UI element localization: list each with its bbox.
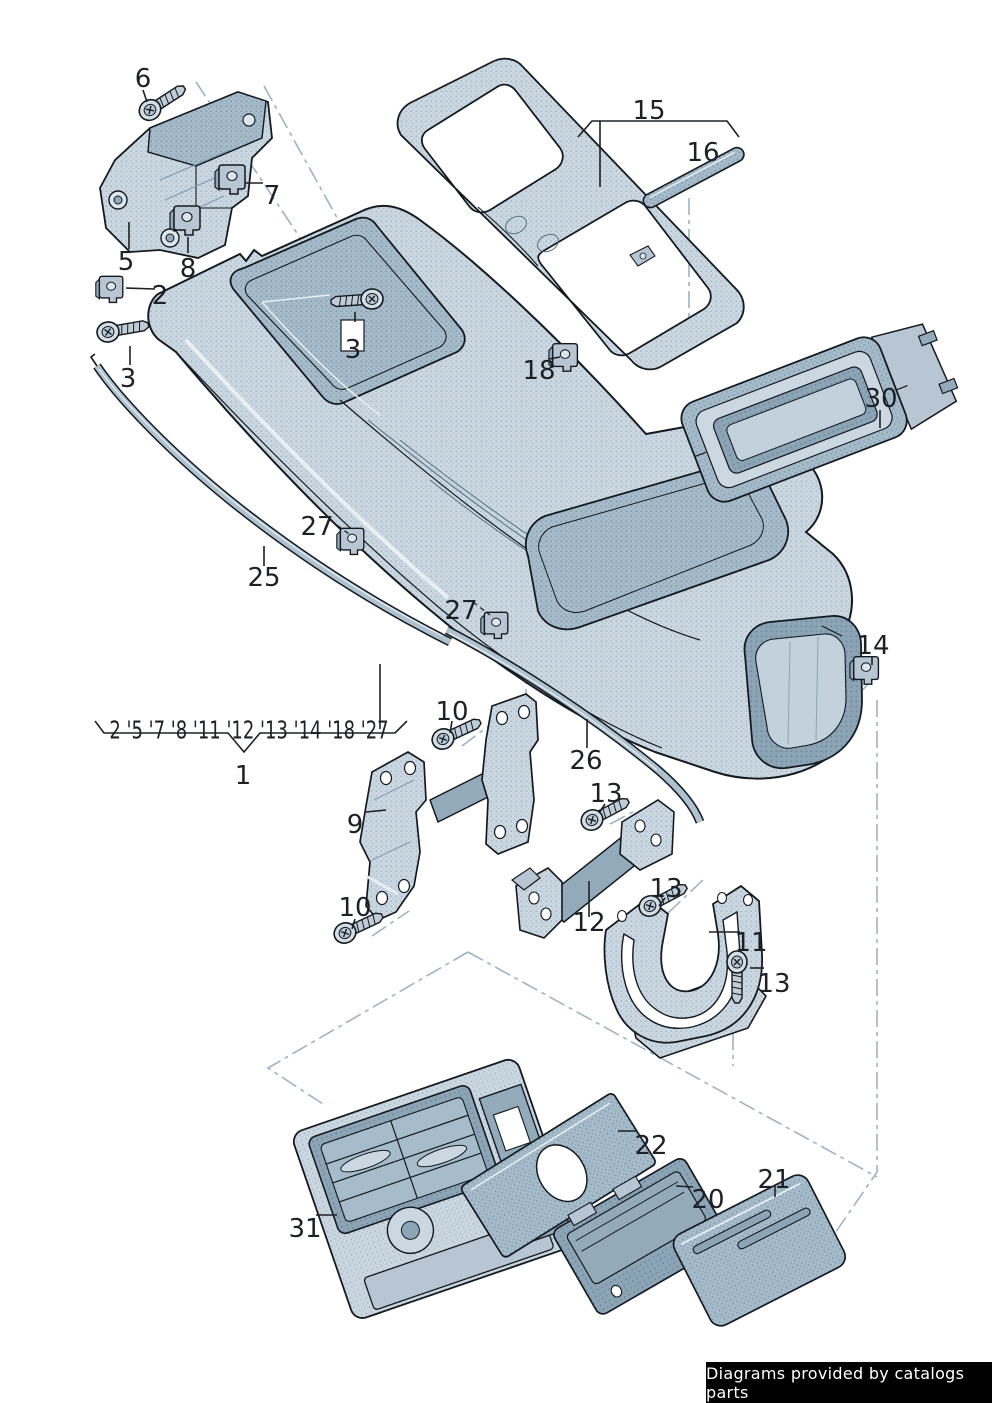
clip-8 — [169, 205, 201, 236]
clip-2 — [95, 275, 124, 304]
callout-box-3 — [340, 319, 365, 352]
cross-brace-12 — [510, 799, 675, 939]
trim-strip-16 — [642, 146, 745, 209]
insert-tray-20 — [553, 1158, 730, 1315]
footer-attribution-bar: Diagrams provided by catalogs parts — [706, 1362, 992, 1403]
bracket-9 — [359, 693, 539, 922]
footer-attribution-text: Diagrams provided by catalogs parts — [706, 1363, 965, 1402]
leader-lines — [94, 89, 881, 1216]
clip-14 — [849, 655, 880, 685]
screw-10-top — [428, 711, 486, 754]
screw-3-left — [94, 314, 151, 345]
trim-strip-26 — [444, 626, 705, 824]
dashed-leader-lines — [329, 519, 491, 616]
air-vent-31 — [292, 1058, 578, 1319]
center-console-body — [147, 204, 863, 780]
stowage-tray-30 — [680, 323, 959, 503]
trim-strip-25 — [89, 353, 453, 647]
clip-7 — [214, 164, 246, 195]
cover-plate-22 — [460, 1093, 656, 1258]
front-bracket-assembly — [99, 91, 273, 259]
trim-frame-15 — [396, 57, 745, 371]
clip-18 — [548, 342, 579, 372]
clip-27-left — [336, 527, 365, 556]
clip-27-mid — [480, 611, 509, 640]
lid-panel-21 — [672, 1174, 847, 1327]
group-parts-list: 2 '5 '7 '8 '11 '12 '13 '14 '18 '27 — [109, 715, 389, 745]
group-main-label: 1 — [234, 761, 252, 791]
